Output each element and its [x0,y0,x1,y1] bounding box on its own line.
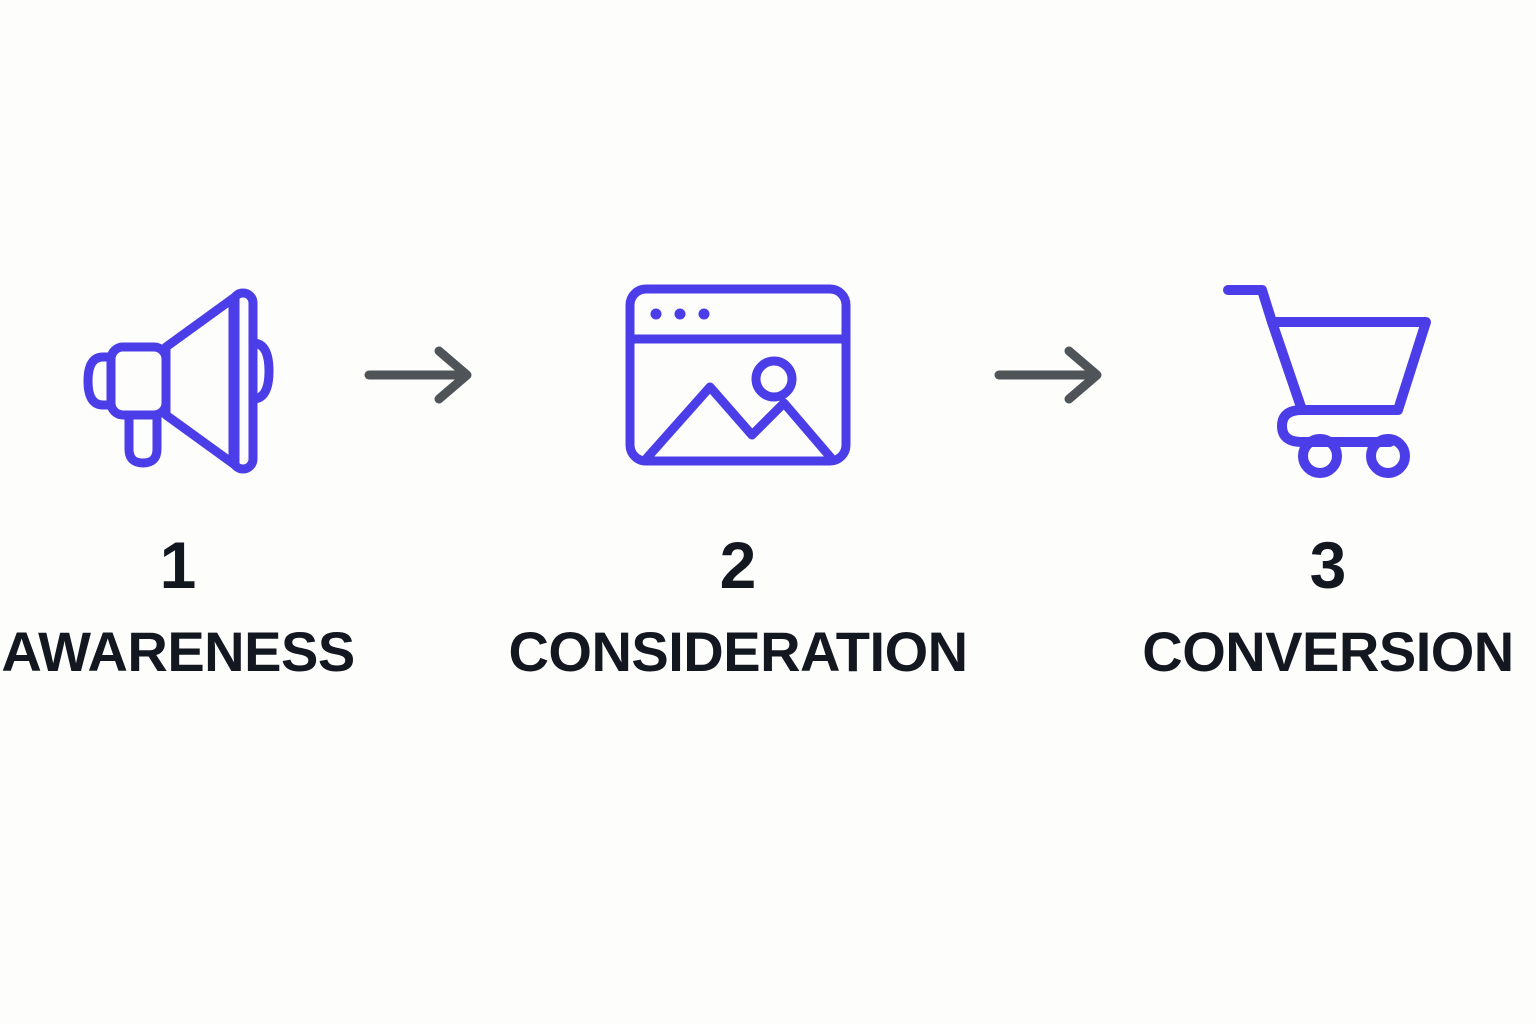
megaphone-icon [83,288,274,474]
stage-number: 1 [159,528,197,602]
stage-label-consideration: CONSIDERATION [508,620,968,683]
arrow-right-icon [994,346,1102,404]
stage-consideration[interactable]: 2 CONSIDERATION [508,270,968,680]
browser-image-icon [625,284,851,466]
sun-circle-icon [751,356,797,402]
stage-consideration-icon-box [518,270,958,480]
arrow-right-icon [364,346,472,404]
stage-number: 2 [719,528,757,602]
connector-2 [958,270,1148,480]
stage-number: 3 [1309,528,1347,602]
stage-conversion[interactable]: 3 CONVERSION [1142,270,1514,680]
stage-awareness-icon-box [28,270,328,480]
cart-wheel-icon [1298,434,1342,478]
browser-dot-icon [650,308,662,320]
stage-label-conversion: CONVERSION [1142,620,1514,683]
funnel-flow: 1 AWARENESS [0,270,1536,680]
shopping-cart-icon [1223,285,1431,478]
connector-1 [328,270,518,480]
browser-dot-icon [698,308,710,320]
browser-dot-icon [674,308,686,320]
stage-awareness[interactable]: 1 AWARENESS [1,270,355,680]
cart-wheel-icon [1366,434,1410,478]
stage-conversion-icon-box [1148,270,1508,480]
stage-label-awareness: AWARENESS [1,620,355,683]
mountains-icon [641,382,837,464]
